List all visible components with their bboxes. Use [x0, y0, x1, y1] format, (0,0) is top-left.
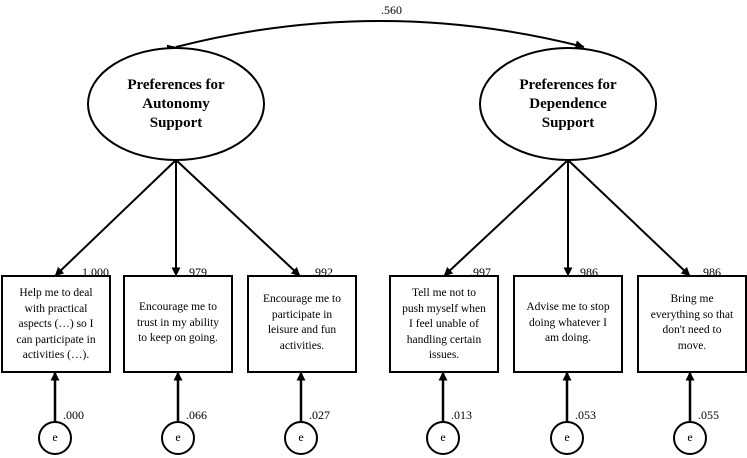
indicator-box-4 [389, 275, 499, 373]
indicator-line: move. [677, 339, 707, 352]
indicator-box-1 [1, 275, 111, 373]
error-label-1: e [52, 430, 58, 444]
loading-arrow-4 [443, 159, 569, 277]
error-value-5: .053 [575, 408, 596, 422]
error-circle-4 [426, 421, 460, 455]
correlation-value: .560 [381, 3, 402, 17]
error-circle-3 [284, 421, 318, 455]
loading-arrow-6 [567, 159, 691, 277]
indicator-line: Advise me to stop [526, 301, 610, 313]
loading-value-4: .997 [470, 265, 491, 279]
indicator-line: Help me to deal [19, 287, 93, 299]
indicator-line: everything so that [650, 308, 734, 321]
indicator-line: can participate in [16, 333, 96, 346]
indicator-line: Encourage me to [263, 293, 341, 305]
loading-arrow-1 [54, 159, 177, 277]
indicator-line: Tell me not to [411, 287, 477, 299]
loading-value-6: .986 [700, 265, 721, 279]
error-value-6: .055 [698, 408, 719, 422]
indicator-text-2: Encourage me to trust in my ability to k… [124, 300, 232, 347]
error-value-1: .000 [63, 408, 84, 422]
indicator-line: I feel unable of [409, 318, 479, 330]
indicator-line: trust in my ability [136, 316, 220, 329]
indicator-box-3 [247, 275, 357, 373]
indicator-line: Bring me [670, 293, 714, 305]
error-circle-1 [38, 421, 72, 455]
indicator-line: Encourage me to [139, 301, 217, 313]
error-circle-5 [550, 421, 584, 455]
indicator-line: don't need to [662, 324, 722, 336]
error-label-6: e [687, 430, 693, 444]
indicator-text-4: Tell me not to push myself when I feel u… [390, 286, 498, 364]
loading-arrow-3 [175, 159, 301, 277]
latent-label-line: Support [149, 115, 203, 131]
error-circle-6 [673, 421, 707, 455]
error-label-3: e [298, 430, 304, 444]
indicator-line: push myself when [402, 302, 486, 315]
indicator-line: with practical [24, 302, 88, 315]
latent-label-line: Dependence [529, 96, 607, 112]
error-label-2: e [175, 430, 181, 444]
indicator-text-1: Help me to deal with practical aspects (… [2, 286, 110, 364]
loading-value-1: 1.000 [82, 265, 109, 279]
error-circle-2 [161, 421, 195, 455]
loading-value-5: .986 [577, 265, 598, 279]
indicator-box-5 [513, 275, 623, 373]
error-value-4: .013 [451, 408, 472, 422]
indicator-text-6: Bring me everything so that don't need t… [638, 292, 746, 354]
latent-autonomy-label: Preferences for Autonomy Support [86, 76, 266, 133]
latent-dependence-label: Preferences for Dependence Support [478, 76, 658, 133]
indicator-line: aspects (…) so I [18, 318, 94, 330]
indicator-line: issues. [428, 349, 460, 361]
error-value-3: .027 [309, 408, 330, 422]
indicator-line: activities (…). [22, 349, 90, 361]
indicator-line: leisure and fun [267, 324, 337, 336]
indicator-box-6 [637, 275, 747, 373]
indicator-line: activities. [279, 339, 325, 352]
error-label-4: e [440, 430, 446, 444]
loading-value-2: .979 [186, 265, 207, 279]
error-label-5: e [564, 430, 570, 444]
covariance-arrow [166, 20, 585, 54]
latent-label-line: Autonomy [142, 96, 210, 112]
latent-label-line: Preferences for [127, 77, 225, 93]
latent-label-line: Preferences for [519, 77, 617, 93]
indicator-text-5: Advise me to stop doing whatever I am do… [514, 300, 622, 347]
error-value-2: .066 [186, 408, 207, 422]
latent-label-line: Support [541, 115, 595, 131]
indicator-line: doing whatever I [529, 316, 607, 329]
indicator-text-3: Encourage me to participate in leisure a… [248, 292, 356, 354]
indicator-line: to keep on going. [138, 332, 218, 344]
indicator-line: participate in [271, 308, 333, 321]
indicator-line: am doing. [545, 332, 591, 344]
loading-value-3: .992 [312, 265, 333, 279]
indicator-line: handling certain [406, 333, 482, 346]
